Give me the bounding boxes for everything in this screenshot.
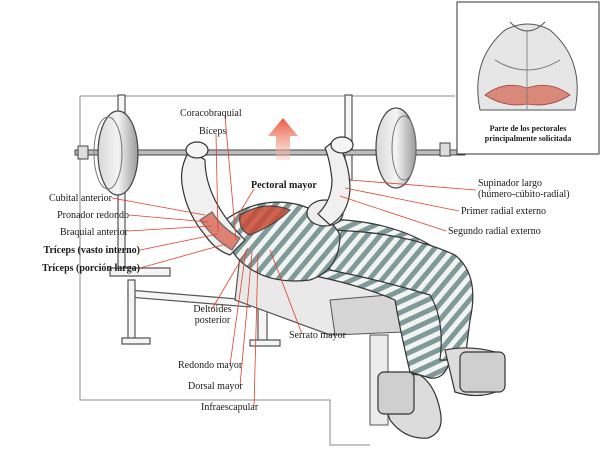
label-triceps-vasto: Tríceps (vasto interno) (43, 245, 140, 256)
label-infraescapular: Infraescapular (201, 402, 259, 413)
label-deltoides-line1: Deltoides (193, 304, 232, 315)
lift-direction-arrow (268, 118, 298, 160)
lifter-body (180, 136, 506, 439)
inset-caption-line2: principalmente solicitada (484, 134, 572, 143)
label-supinador: Supinador largo (húmero-cúbito-radial) (478, 178, 570, 200)
inset-caption: Parte de los pectorales principalmente s… (458, 124, 598, 144)
label-triceps-porcion: Tríceps (porción larga) (42, 263, 140, 274)
label-pectoral-mayor: Pectoral mayor (251, 180, 317, 191)
label-segundo-radial: Segundo radial externo (448, 226, 541, 237)
left-plate (97, 110, 139, 196)
label-deltoides: Deltoides posterior (185, 304, 240, 326)
label-biceps: Bíceps (199, 126, 227, 137)
inset-highlighted-pectorals (484, 84, 571, 106)
label-serrato-mayor: Serrato mayor (289, 330, 346, 341)
label-supinador-line1: Supinador largo (478, 178, 542, 189)
label-redondo-mayor: Redondo mayor (178, 360, 243, 371)
label-coracobraquial: Coracobraquial (180, 108, 242, 119)
leader-lines (111, 115, 477, 408)
label-deltoides-line2: posterior (194, 315, 231, 326)
label-cubital-anterior: Cubital anterior (48, 193, 112, 204)
label-dorsal-mayor: Dorsal mayor (188, 381, 243, 392)
inset-chest-figure (456, 1, 600, 155)
barbell (74, 107, 466, 196)
inset-caption-line1: Parte de los pectorales (489, 124, 567, 133)
label-pronador-redondo: Pronador redondo (57, 210, 129, 221)
label-braquial-anterior: Braquial anterior (59, 227, 128, 238)
background-frame (79, 95, 455, 446)
label-primer-radial: Primer radial externo (461, 206, 546, 217)
label-supinador-line2: (húmero-cúbito-radial) (478, 189, 570, 200)
